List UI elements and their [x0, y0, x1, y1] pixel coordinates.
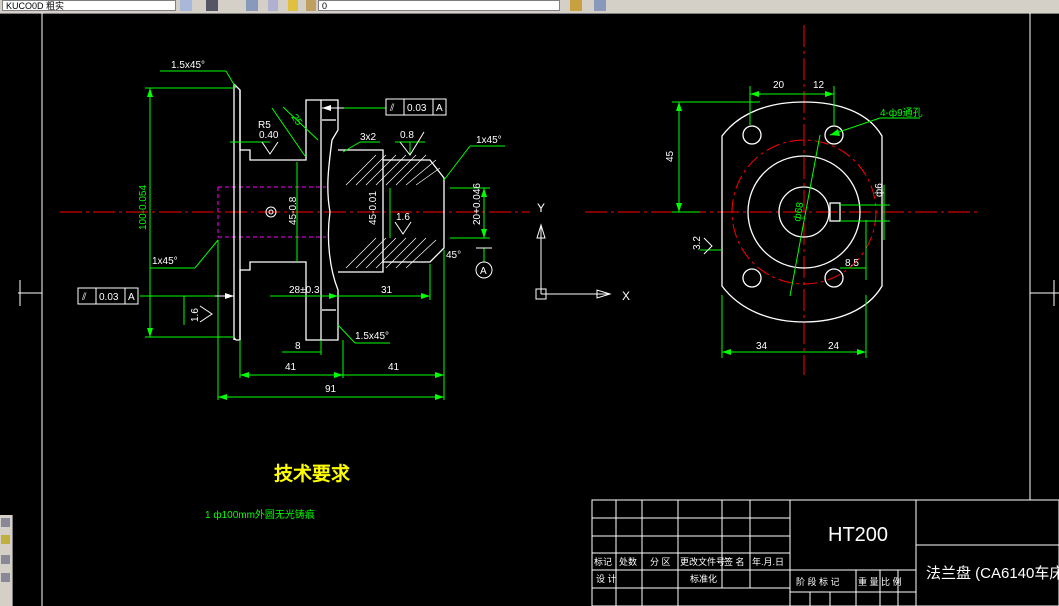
- side-dim-12-label: 12: [813, 80, 825, 91]
- side-dim-45-label: 45: [665, 150, 676, 162]
- part-name-label: 法兰盘 (CA6140车床): [926, 564, 1059, 582]
- tol-frame-left: ⫽ 0.03 A: [77, 287, 139, 305]
- col-sign: 签 名: [724, 556, 745, 567]
- radius-label: R5: [258, 120, 271, 131]
- dim-41-left-label: 41: [285, 362, 297, 373]
- datum-a: A: [475, 247, 493, 279]
- pin-hole: [265, 206, 277, 218]
- front-view: 1.5x45° R5 0.40 25 3x2 0.8 1x45° 100-0.0…: [60, 60, 530, 400]
- tol-left-symbol: ⫽: [81, 292, 87, 303]
- col-zone: 分 区: [650, 557, 671, 567]
- left-tool-strip: [0, 515, 13, 606]
- side-dim-20-label: 20: [773, 80, 785, 91]
- dim-91-label: 91: [325, 384, 337, 395]
- lock-icon[interactable]: [306, 0, 316, 11]
- side-dim-85-label: 8.5: [845, 258, 859, 269]
- chamfer-3x2-label: 3x2: [360, 132, 377, 143]
- linetype-combo[interactable]: 0: [318, 0, 560, 11]
- angle-45-label: 45°: [446, 250, 461, 261]
- layer-previous-stack-icon[interactable]: [594, 0, 606, 11]
- tol-top-symbol: ⫽: [389, 103, 395, 114]
- dia-45-left-label: 45-0.8: [288, 196, 299, 225]
- tool-icon[interactable]: [1, 573, 10, 582]
- notes-title: 技术要求: [274, 462, 351, 485]
- part-outline: [233, 83, 445, 341]
- tool-icon[interactable]: [1, 555, 10, 564]
- chamfer-1x45-left-label: 1x45°: [152, 256, 178, 267]
- dia-45-center-label: 45-0.01: [368, 191, 379, 225]
- layer-match-icon[interactable]: [570, 0, 582, 11]
- hidden-bore: [217, 186, 326, 238]
- roughness-symbols: [199, 131, 425, 323]
- tol-left-value: 0.03: [99, 292, 119, 303]
- dia-20-label: 20+0.046: [472, 183, 483, 225]
- section-hatch: [345, 154, 441, 269]
- tol-frame-top: ⫽ 0.03 A: [385, 98, 447, 116]
- ucs-icon: Y X: [535, 201, 630, 303]
- ucs-x-label: X: [622, 289, 630, 303]
- bolt-circle: [731, 139, 877, 285]
- sun-icon[interactable]: [288, 0, 298, 11]
- front-dimension-arrows: [147, 88, 487, 400]
- dim-31-label: 31: [381, 285, 393, 296]
- dim-28-label: 28±0.3: [289, 285, 320, 296]
- datum-a-label: A: [480, 266, 487, 277]
- col-date: 年.月.日: [752, 556, 784, 567]
- roughness-32-label: 3.2: [692, 236, 703, 250]
- layer-combo-value: KUCO0D 粗实: [6, 1, 65, 11]
- material-label: HT200: [828, 524, 888, 546]
- roughness-040-label: 0.40: [259, 130, 279, 141]
- drawing-frame: [18, 13, 1059, 606]
- layer-combo[interactable]: KUCO0D 粗实: [2, 0, 176, 11]
- roughness-08-label: 0.8: [400, 130, 414, 141]
- linetype-combo-value: 0: [322, 1, 328, 11]
- front-dimension-lines: [140, 70, 505, 400]
- dia-100-label: 100-0.054: [138, 185, 149, 230]
- roughness-16-left-label: 1.6: [190, 308, 201, 322]
- flange-outline: [721, 101, 883, 323]
- roughness-16-center-label: 1.6: [396, 212, 410, 223]
- chamfer-bottom-label: 1.5x45°: [355, 331, 389, 342]
- col-mark: 标记: [594, 556, 612, 567]
- technical-notes: 技术要求 1 ф100mm外圆无光铸痕: [205, 462, 351, 521]
- side-view: 20 12 4-ф9通孔 45 ф6 ф68 3.2 8.5 34 24: [585, 25, 980, 375]
- col-count: 处数: [619, 556, 637, 567]
- tool-icon[interactable]: [1, 518, 10, 527]
- tol-left-datum: A: [128, 292, 135, 303]
- front-labels: 1.5x45° R5 0.40 25 3x2 0.8 1x45° 100-0.0…: [138, 60, 502, 395]
- col-doc: 更改文件号: [680, 556, 725, 567]
- layer-previous-icon[interactable]: [206, 0, 218, 11]
- dia-6-label: ф6: [873, 183, 885, 197]
- side-labels: 20 12 4-ф9通孔 45 ф6 ф68 3.2 8.5 34 24: [665, 80, 923, 352]
- notes-item: 1 ф100mm外圆无光铸痕: [205, 508, 315, 521]
- holes-label: 4-ф9通孔: [880, 107, 923, 119]
- chamfer-top-label: 1.5x45°: [171, 60, 205, 71]
- tol-top-datum: A: [436, 103, 443, 114]
- dim-8-label: 8: [295, 341, 301, 352]
- ucs-y-label: Y: [537, 201, 545, 215]
- chamfer-1x45-right-label: 1x45°: [476, 135, 502, 146]
- side-dim-24-label: 24: [828, 341, 840, 352]
- layer-states-icon[interactable]: [180, 0, 192, 11]
- tol-top-value: 0.03: [407, 103, 427, 114]
- dia-68-label: ф68: [791, 201, 806, 223]
- row-standard: 标准化: [690, 573, 717, 584]
- col-stage: 阶 段 标 记: [796, 576, 840, 587]
- dim-41-right-label: 41: [388, 362, 400, 373]
- row-design: 设 计: [596, 573, 617, 584]
- layer-stack-icon[interactable]: [246, 0, 258, 11]
- drawing-canvas[interactable]: 1.5x45° R5 0.40 25 3x2 0.8 1x45° 100-0.0…: [0, 13, 1059, 606]
- title-block: HT200 法兰盘 (CA6140车床) 标记 处数 分 区 更改文件号 签 名…: [591, 499, 1059, 606]
- col-scale: 比 例: [881, 576, 902, 587]
- toolbar: KUCO0D 粗实 0: [0, 0, 1059, 14]
- col-weight: 重 量: [858, 576, 879, 587]
- tool-icon[interactable]: [1, 535, 10, 544]
- side-dimension-lines: [672, 86, 920, 358]
- side-dim-34-label: 34: [756, 341, 768, 352]
- bulb-icon[interactable]: [268, 0, 278, 11]
